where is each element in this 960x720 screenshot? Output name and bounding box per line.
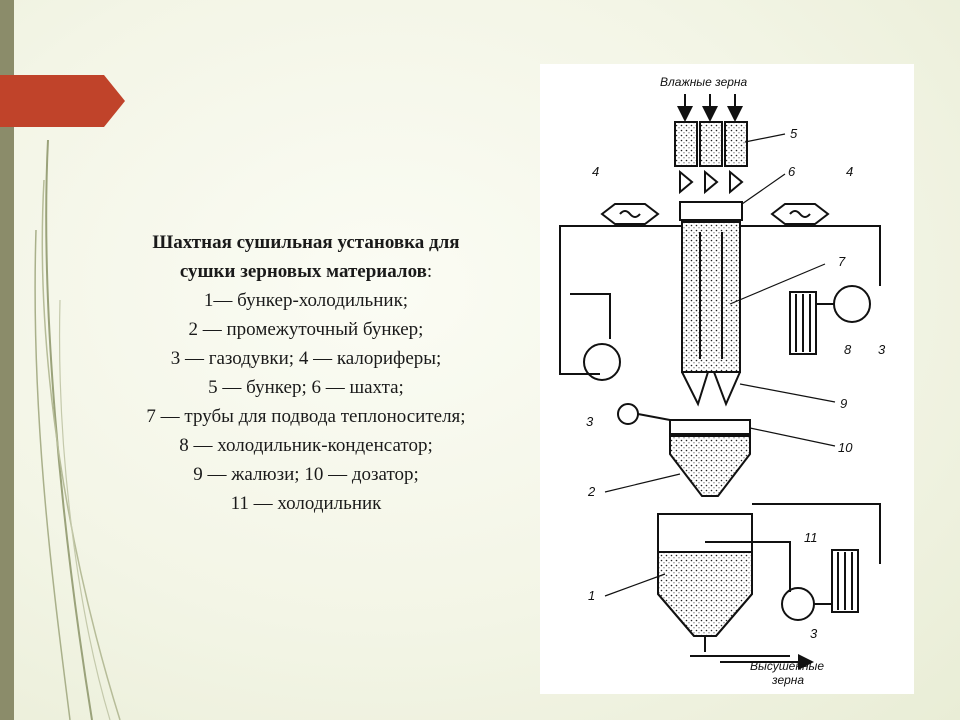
diagram-drawing: Влажные зерна Высушенные зерна 5 6 4 4 7… <box>559 75 886 687</box>
callout-3-bottom: 3 <box>810 626 818 641</box>
callout-3-left: 3 <box>586 414 594 429</box>
callout-11: 11 <box>804 530 818 545</box>
accent-arrow-tab <box>0 75 125 127</box>
description-text-block: Шахтная сушильная установка для сушки зе… <box>96 228 516 518</box>
legend-item-6: 8 — холодильник-конденсатор; <box>179 435 433 456</box>
drying-plant-diagram: Влажные зерна Высушенные зерна 5 6 4 4 7… <box>540 64 914 694</box>
callout-8: 8 <box>844 342 852 357</box>
callout-7: 7 <box>838 254 846 269</box>
legend-item-8: 11 — холодильник <box>230 493 382 514</box>
legend-item-4: 5 — бункер; 6 — шахта; <box>208 377 404 398</box>
legend-item-5: 7 — трубы для подвода теплоносителя; <box>146 406 466 427</box>
legend-item-7: 9 — жалюзи; 10 — дозатор; <box>193 464 419 485</box>
callout-1: 1 <box>588 588 595 603</box>
callout-4-right: 4 <box>846 164 853 179</box>
label-dried-grain-1: Высушенные <box>750 659 824 673</box>
slide-title: Шахтная сушильная установка для сушки зе… <box>96 228 516 286</box>
label-dried-grain-2: зерна <box>771 673 804 687</box>
legend-item-3: 3 — газодувки; 4 — калориферы; <box>170 348 442 369</box>
title-colon: : <box>426 261 433 282</box>
legend-item-2: 2 — промежуточный бункер; <box>188 319 424 340</box>
callout-3-right: 3 <box>878 342 886 357</box>
callout-6: 6 <box>788 164 796 179</box>
callout-9: 9 <box>840 396 847 411</box>
left-stripe <box>0 0 14 720</box>
title-line-2: сушки зерновых материалов <box>179 261 427 282</box>
callout-10: 10 <box>838 440 853 455</box>
label-wet-grain: Влажные зерна <box>660 75 748 89</box>
callout-5: 5 <box>790 126 798 141</box>
title-line-1: Шахтная сушильная установка для <box>152 232 460 253</box>
legend-item-1: 1— бункер-холодильник; <box>203 290 409 311</box>
callout-4-left: 4 <box>592 164 599 179</box>
callout-2: 2 <box>587 484 596 499</box>
